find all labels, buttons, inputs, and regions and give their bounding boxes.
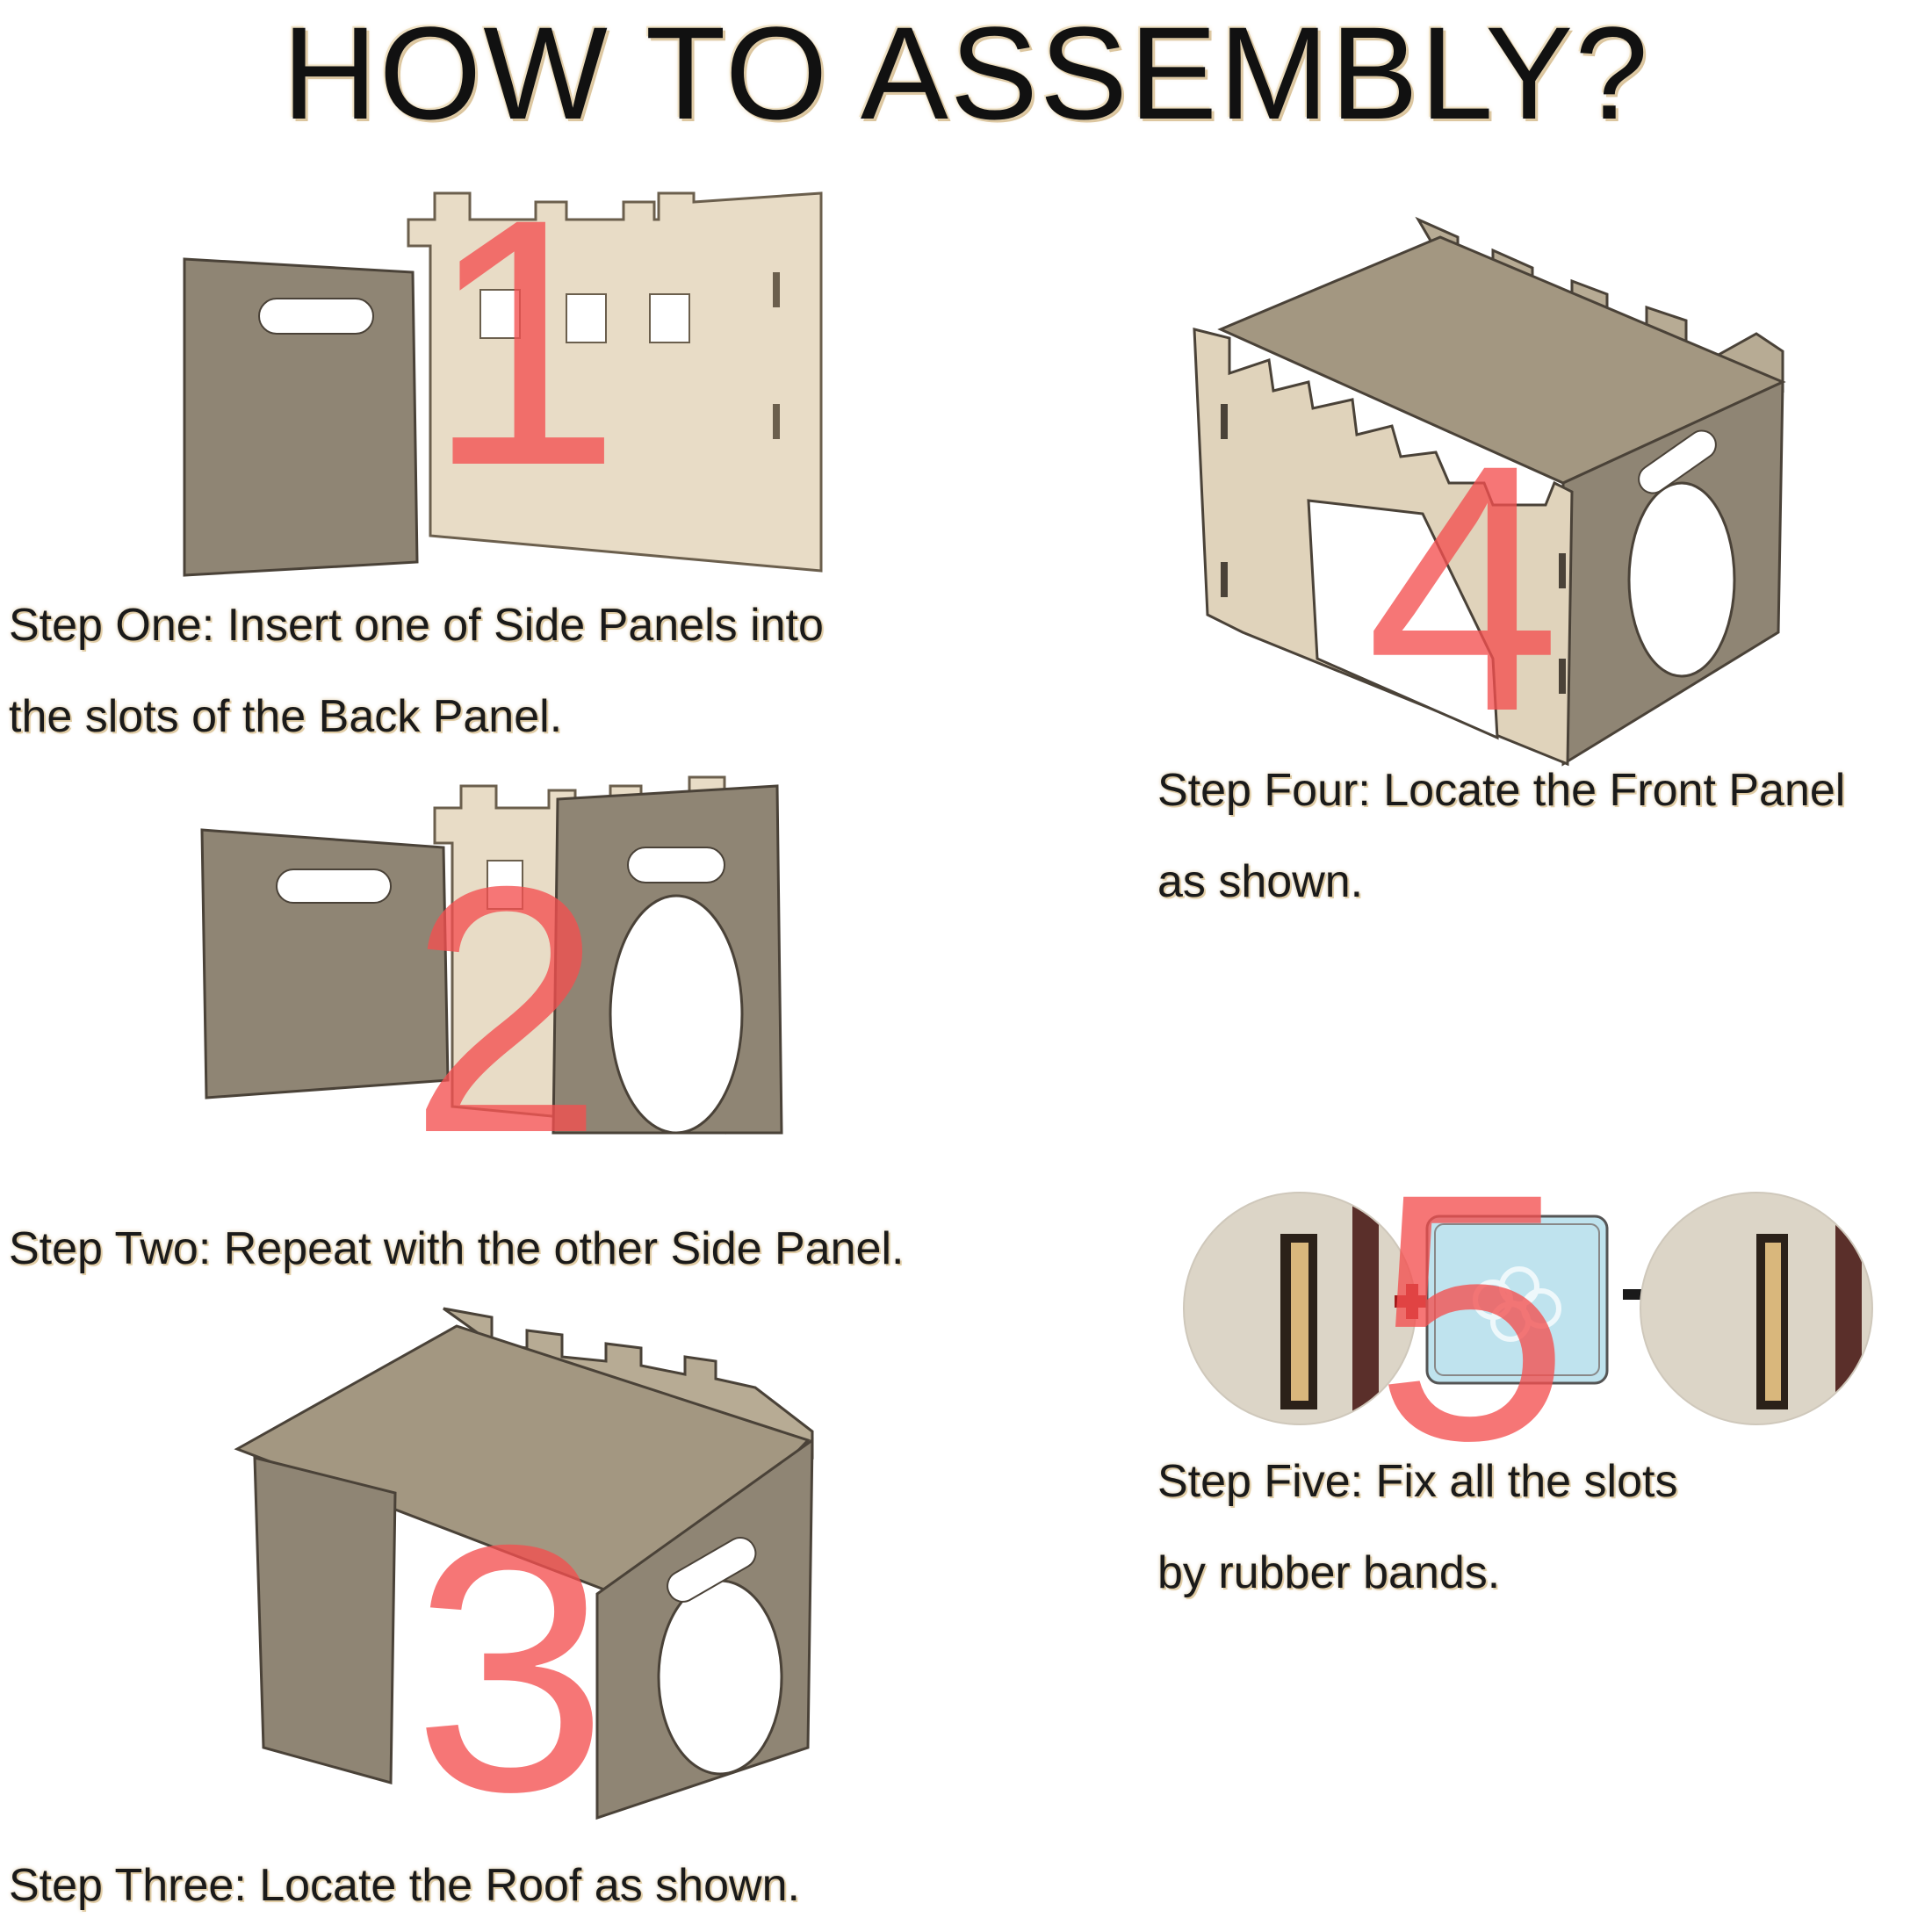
step4-caption-line2: as shown.	[1157, 856, 1364, 907]
step3-illustration	[234, 1307, 814, 1820]
step1-illustration	[183, 191, 823, 577]
step1-caption-line1: Step One: Insert one of Side Panels into	[9, 600, 824, 651]
step4-number: 4	[1366, 392, 1561, 784]
step2-number: 2	[408, 813, 604, 1206]
step1-number: 1	[426, 146, 622, 538]
step4-caption-line1: Step Four: Locate the Front Panel	[1157, 765, 1846, 816]
step5-illustration	[1183, 1192, 1873, 1425]
step2-caption-line1: Step Two: Repeat with the other Side Pan…	[9, 1223, 905, 1274]
step1-caption-line2: the slots of the Back Panel.	[9, 691, 563, 742]
step4-illustration	[1193, 216, 1786, 767]
step3-number: 3	[413, 1472, 609, 1864]
step5-number: 5	[1374, 1121, 1570, 1513]
step5-caption-line1: Step Five: Fix all the slots	[1157, 1456, 1678, 1507]
step2-illustration	[200, 775, 783, 1135]
step3-caption-line1: Step Three: Locate the Roof as shown.	[9, 1860, 800, 1911]
page-title: HOW TO ASSEMBLY?	[282, 0, 1650, 147]
step5-caption-line2: by rubber bands.	[1157, 1547, 1501, 1598]
